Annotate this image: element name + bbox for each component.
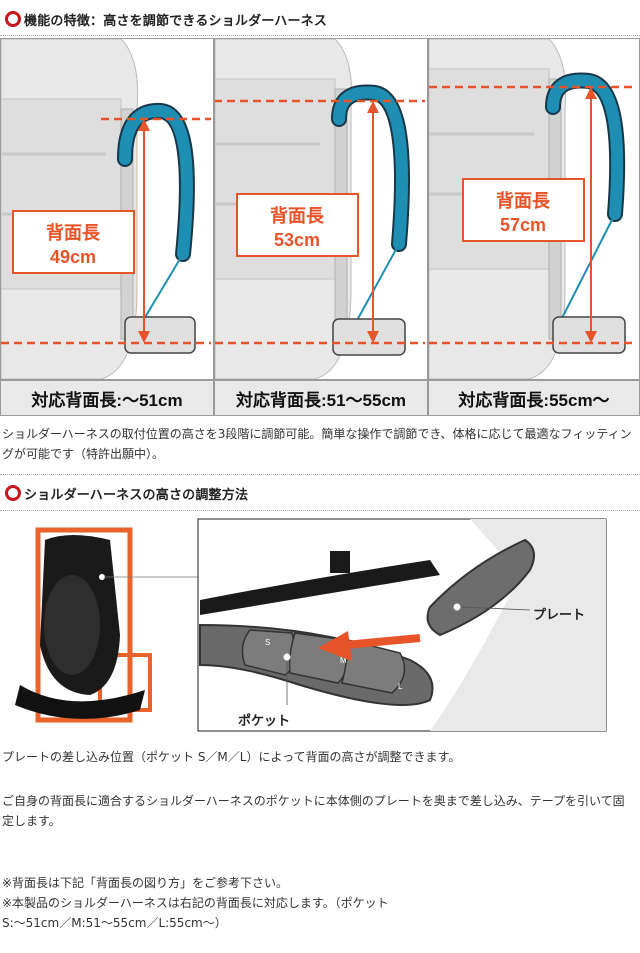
back-length-box bbox=[462, 178, 585, 242]
adjust-paragraph-1-text: プレートの差し込み位置（ポケット S／M／L）によって背面の高さが調整できます。 bbox=[2, 750, 461, 764]
back-length-box bbox=[12, 210, 135, 274]
adjust-notes-text: ※背面長は下記「背面長の図り方」をご参考下さい。 ※本製品のショルダーハーネスは… bbox=[2, 876, 389, 930]
pocket-callout: ポケット bbox=[238, 713, 290, 729]
adjust-paragraph-1: プレートの差し込み位置（ポケット S／M／L）によって背面の高さが調整できます。 bbox=[2, 747, 634, 767]
adjust-paragraph-2-text: ご自身の背面長に適合するショルダーハーネスのポケットに本体側のプレートを奥まで差… bbox=[2, 794, 625, 828]
pocket-mark-l: L bbox=[398, 682, 403, 691]
circle-bullet-icon bbox=[5, 11, 21, 27]
dotted-divider bbox=[0, 510, 640, 511]
range-label-l: 対応背面長:55cm〜 bbox=[428, 380, 640, 416]
back-length-label: 背面長 bbox=[496, 190, 551, 212]
range-label-s: 対応背面長:〜51cm bbox=[0, 380, 214, 416]
panel-back-57: 背面長 57cm bbox=[428, 38, 640, 380]
back-length-label: 背面長 bbox=[46, 222, 101, 244]
pocket-mark-s: S bbox=[265, 638, 270, 647]
adjust-notes: ※背面長は下記「背面長の図り方」をご参考下さい。 ※本製品のショルダーハーネスは… bbox=[2, 853, 634, 953]
backpack-diagram-2: 背面長 53cm bbox=[215, 39, 425, 379]
backpack-diagram-3: 背面長 57cm bbox=[429, 39, 637, 379]
back-length-value: 53cm bbox=[274, 230, 320, 250]
section-title: 機能の特徴：高さを調節できるショルダーハーネス bbox=[24, 13, 328, 29]
plate-callout: プレート bbox=[533, 608, 585, 623]
insert-arrow-icon bbox=[318, 631, 352, 661]
dotted-divider bbox=[0, 35, 640, 36]
back-length-value: 57cm bbox=[500, 215, 546, 235]
pocket-mark-m: M bbox=[340, 656, 347, 665]
back-length-label: 背面長 bbox=[270, 205, 325, 227]
back-length-box bbox=[236, 193, 359, 257]
panel-back-53: 背面長 53cm bbox=[214, 38, 428, 380]
circle-bullet-icon bbox=[5, 485, 21, 501]
back-length-panels: 背面長 49cm 背面長 53cm bbox=[0, 38, 640, 380]
feature-description-text: ショルダーハーネスの取付位置の高さを3段階に調節可能。簡単な操作で調節でき、体格… bbox=[2, 427, 632, 461]
range-label-m: 対応背面長:51〜55cm bbox=[214, 380, 428, 416]
panel-back-49: 背面長 49cm bbox=[0, 38, 214, 380]
dotted-divider bbox=[0, 474, 640, 475]
section-heading-adjust: ショルダーハーネスの高さの調整方法 bbox=[0, 476, 640, 510]
adjustment-diagram: S M L プレート ポケット bbox=[15, 518, 607, 732]
backpack-photo bbox=[15, 527, 152, 723]
backpack-diagram-1: 背面長 49cm bbox=[1, 39, 211, 379]
feature-description: ショルダーハーネスの取付位置の高さを3段階に調節可能。簡単な操作で調節でき、体格… bbox=[2, 424, 634, 464]
adjust-paragraph-2: ご自身の背面長に適合するショルダーハーネスのポケットに本体側のプレートを奥まで差… bbox=[2, 791, 634, 831]
section-heading-features: 機能の特徴：高さを調節できるショルダーハーネス bbox=[0, 2, 640, 36]
back-length-value: 49cm bbox=[50, 247, 96, 267]
section-title: ショルダーハーネスの高さの調整方法 bbox=[24, 487, 249, 503]
range-label-row: 対応背面長:〜51cm 対応背面長:51〜55cm 対応背面長:55cm〜 bbox=[0, 380, 640, 416]
adjustment-illustration: S M L プレート ポケット bbox=[0, 515, 640, 735]
